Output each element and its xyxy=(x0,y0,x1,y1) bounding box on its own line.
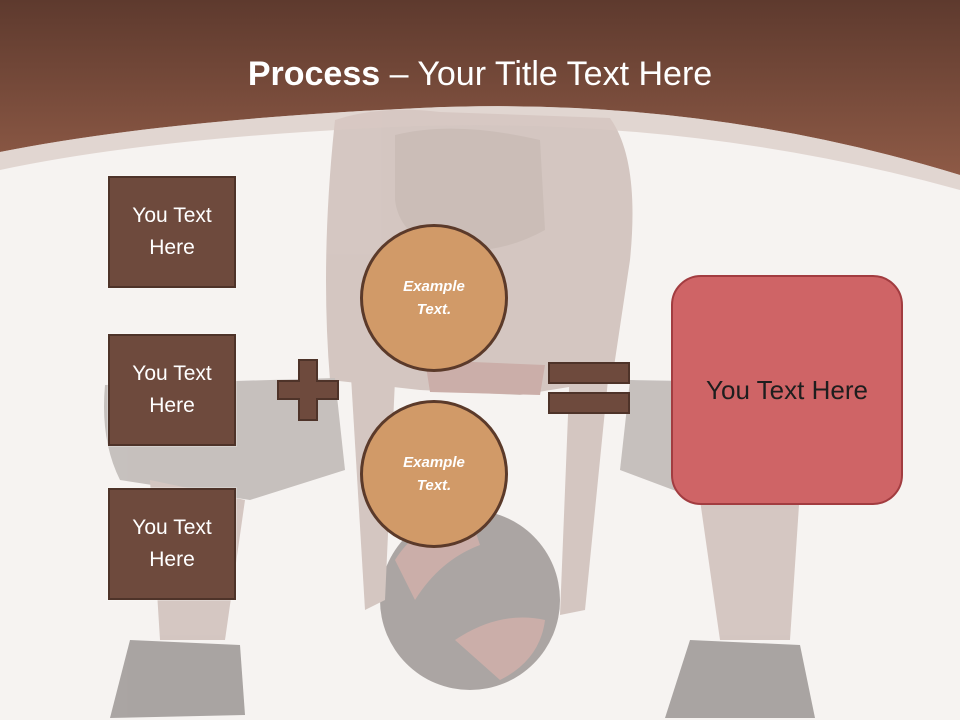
result-box[interactable]: You Text Here xyxy=(671,275,903,505)
slide-title: Process – Your Title Text Here xyxy=(0,52,960,96)
input-box-label: You Text Here xyxy=(132,516,212,571)
example-circle-2[interactable]: Example Text. xyxy=(360,400,508,548)
circle-label: Example Text. xyxy=(403,454,465,494)
input-box-label: You Text Here xyxy=(132,204,212,259)
example-circle-1[interactable]: Example Text. xyxy=(360,224,508,372)
title-rest: – Your Title Text Here xyxy=(380,55,713,93)
circle-label: Example Text. xyxy=(403,278,465,318)
title-bold: Process xyxy=(247,55,381,93)
input-box-1[interactable]: You Text Here xyxy=(108,176,236,288)
equals-icon xyxy=(548,362,630,414)
input-box-2[interactable]: You Text Here xyxy=(108,334,236,446)
input-box-3[interactable]: You Text Here xyxy=(108,488,236,600)
plus-icon xyxy=(277,359,339,421)
input-box-label: You Text Here xyxy=(132,362,212,417)
result-label: You Text Here xyxy=(706,374,868,405)
